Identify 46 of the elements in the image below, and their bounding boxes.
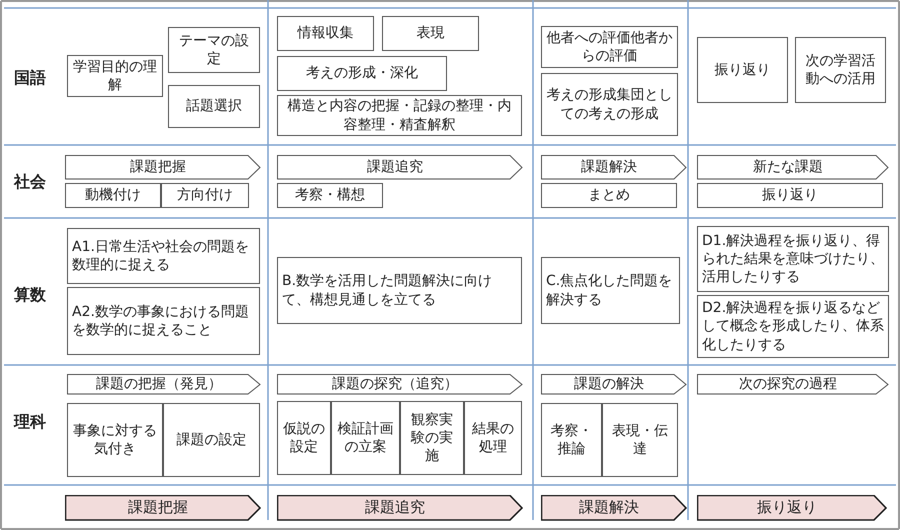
row-label: 国語 [14, 68, 46, 89]
row-label: 理科 [14, 412, 46, 433]
text-box: 次の学習活動への活用 [795, 37, 886, 103]
text-box: 結果の処理 [464, 401, 522, 475]
text-box: 考察・構想 [277, 183, 383, 208]
text-box: 振り返り [697, 183, 883, 208]
text-box: 課題の設定 [163, 403, 260, 477]
text-box: 検証計画の立案 [331, 401, 400, 475]
text-box: D2.解決過程を振り返るなどして概念を形成したり、体系化したりする [697, 295, 889, 358]
text-box: A1.日常生活や社会の問題を数理的に捉える [67, 228, 260, 284]
pentagon-banner: 課題の解決 [541, 374, 687, 395]
text-box: 事象に対する気付き [67, 403, 163, 477]
text-box: 表現・伝達 [602, 403, 678, 477]
pentagon-banner: 新たな課題 [697, 155, 889, 180]
text-box: 動機付け [65, 183, 161, 208]
pentagon-banner: 課題解決 [541, 495, 687, 521]
text-box: 構造と内容の把握・記録の整理・内容整理・精査解釈 [277, 95, 522, 136]
text-box: A2.数学の事象における問題を数学的に捉えること [67, 287, 260, 355]
text-box: 考えの形成・深化 [277, 56, 447, 91]
text-box: 考察・推論 [541, 403, 602, 477]
pentagon-banner: 振り返り [697, 495, 887, 521]
text-box: 方向付け [161, 183, 249, 208]
row-label: 算数 [14, 285, 46, 306]
pentagon-banner: 次の探究の過程 [697, 374, 889, 395]
text-box: D1.解決過程を振り返り、得られた結果を意味づけたり、活用したりする [697, 226, 889, 292]
pentagon-banner: 課題の把握（発見） [67, 374, 261, 395]
pentagon-banner: 課題の探究（追究） [277, 374, 523, 395]
text-box: 仮説の設定 [277, 401, 331, 475]
text-box: 表現 [382, 16, 479, 51]
text-box: 振り返り [697, 37, 788, 103]
text-box: テーマの設定 [168, 27, 260, 73]
text-box: まとめ [541, 183, 677, 208]
text-box: 学習目的の理解 [67, 55, 163, 97]
text-box: 他者への評価他者からの評価 [541, 26, 678, 68]
pentagon-banner: 課題解決 [541, 155, 687, 180]
text-box: C.焦点化した問題を解決する [541, 257, 680, 324]
text-box: 考えの形成集団としての考えの形成 [541, 73, 678, 136]
text-box: 観察実験の実施 [400, 401, 464, 475]
text-box: 話題選択 [168, 85, 260, 128]
pentagon-banner: 課題追究 [277, 495, 523, 521]
pentagon-banner: 課題把握 [65, 155, 261, 180]
pentagon-banner: 課題把握 [65, 495, 261, 521]
pentagon-banner: 課題追究 [277, 155, 523, 180]
text-box: 情報収集 [277, 16, 374, 51]
row-label: 社会 [14, 172, 46, 193]
text-box: B.数学を活用した問題解決に向けて、構想見通しを立てる [277, 257, 522, 324]
